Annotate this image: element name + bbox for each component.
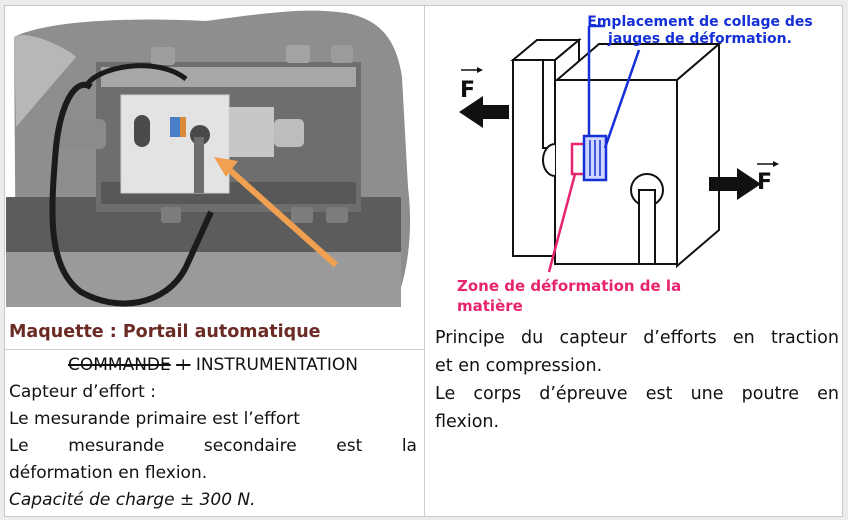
word: la: [401, 436, 417, 456]
sensor-body-drawing: [510, 37, 722, 269]
word: en: [817, 384, 839, 404]
gauge-label-line1: Emplacement de collage des: [587, 14, 813, 30]
text-line-3: Le mesurande secondaire est la: [9, 433, 417, 460]
word: Le: [9, 436, 29, 456]
word: est: [645, 384, 673, 404]
force-arrow-right-icon: [709, 168, 761, 200]
zone-label-line2: matière: [457, 297, 523, 315]
heading-rest: INSTRUMENTATION: [195, 355, 358, 375]
text-line-4: déformation en flexion.: [9, 463, 208, 483]
force-arrow-left-icon: [459, 96, 509, 128]
word: en: [732, 328, 755, 348]
force-label-left: F: [460, 78, 476, 103]
principle-line-4: flexion.: [435, 412, 500, 432]
word: secondaire: [203, 436, 297, 456]
word: traction: [771, 328, 839, 348]
struck-heading: COMMANDE + INSTRUMENTATION: [9, 352, 417, 379]
text-line-1: Capteur d’effort :: [9, 382, 156, 402]
word: capteur: [559, 328, 627, 348]
word: poutre: [741, 384, 799, 404]
sensor-description: COMMANDE + INSTRUMENTATION Capteur d’eff…: [9, 352, 417, 514]
word: d’épreuve: [539, 384, 628, 404]
principle-description: Principe du capteur d’efforts en tractio…: [435, 324, 839, 436]
word: Le: [435, 384, 456, 404]
column-divider: [424, 6, 425, 516]
word: du: [521, 328, 544, 348]
word: Principe: [435, 328, 505, 348]
principle-line-3: Le corps d’épreuve est une poutre en: [435, 380, 839, 408]
word: est: [336, 436, 363, 456]
struck-word: COMMANDE: [68, 355, 171, 375]
gauge-location-label: Emplacement de collage des jauges de déf…: [585, 14, 815, 48]
struck-plus: +: [176, 355, 191, 375]
word: corps: [473, 384, 522, 404]
word: d’efforts: [643, 328, 717, 348]
principle-line-1: Principe du capteur d’efforts en tractio…: [435, 324, 839, 352]
zone-label-line1: Zone de déformation de la: [457, 277, 682, 295]
force-label-right: F: [757, 170, 773, 195]
gate-model-photo: [6, 7, 422, 319]
row-divider: [5, 349, 424, 350]
gauge-label-line2: jauges de déformation.: [608, 31, 792, 47]
photo-caption: Maquette : Portail automatique: [9, 322, 321, 342]
principle-line-2: et en compression.: [435, 356, 603, 376]
document-sheet: F F Emplacement de collage des jauges de…: [4, 5, 843, 517]
sensor-principle-diagram: [459, 24, 779, 273]
load-capacity-line: Capacité de charge ± 300 N.: [9, 490, 256, 510]
deformation-zone-label: Zone de déformation de la matière: [457, 276, 681, 316]
text-line-2: Le mesurande primaire est l’effort: [9, 409, 300, 429]
word: mesurande: [68, 436, 165, 456]
word: une: [690, 384, 724, 404]
